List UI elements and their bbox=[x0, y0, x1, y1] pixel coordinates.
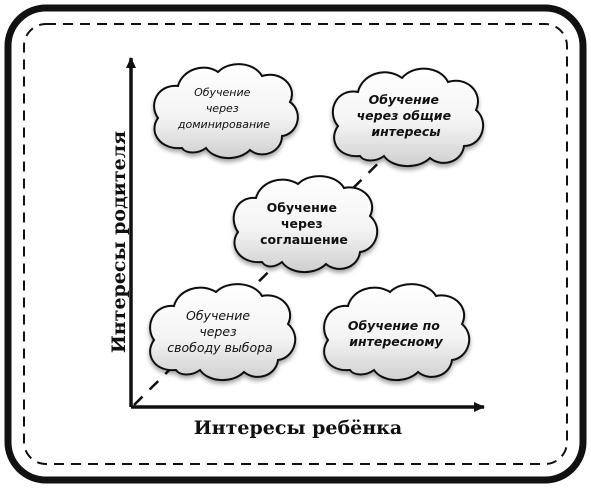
cloud-by-interest: Обучение по интересному bbox=[323, 283, 471, 381]
cloud-line: через общие bbox=[357, 108, 451, 123]
cloud-free-choice: Обучение через свободу выбора bbox=[149, 283, 297, 381]
cloud-label-agreement: Обучение через соглашение bbox=[260, 200, 348, 247]
cloud-line: Обучение bbox=[369, 92, 439, 107]
cloud-shape bbox=[149, 283, 297, 381]
cloud-shape bbox=[323, 283, 471, 381]
cloud-line: интересы bbox=[371, 124, 440, 139]
cloud-line: Обучение bbox=[194, 86, 251, 99]
x-axis-label: Интересы ребёнка bbox=[194, 417, 402, 439]
cloud-common-interests: Обучение через общие интересы bbox=[331, 67, 485, 167]
inner-dashed-frame bbox=[23, 23, 568, 465]
cloud-label-common-interests: Обучение через общие интересы bbox=[357, 92, 456, 139]
cloud-line: Обучение bbox=[267, 200, 337, 215]
cloud-line: доминирование bbox=[177, 118, 270, 131]
cloud-line: через bbox=[199, 324, 237, 339]
cloud-shape bbox=[232, 175, 379, 273]
cloud-label-domination: Обучение через доминирование bbox=[177, 86, 270, 131]
y-axis-label: Интересы родителя bbox=[108, 131, 130, 353]
cloud-line: соглашение bbox=[260, 232, 348, 247]
outer-frame bbox=[4, 4, 587, 484]
cloud-line: через bbox=[281, 216, 323, 231]
cloud-shape bbox=[153, 63, 299, 159]
cloud-label-by-interest: Обучение по интересному bbox=[348, 318, 444, 349]
cloud-line: Обучение по bbox=[348, 318, 440, 333]
cloud-line: свободу выбора bbox=[167, 340, 272, 355]
cloud-domination: Обучение через доминирование bbox=[153, 63, 299, 159]
cloud-line: через bbox=[206, 102, 239, 115]
cloud-label-free-choice: Обучение через свободу выбора bbox=[167, 308, 272, 355]
cloud-shape bbox=[331, 67, 485, 167]
cloud-line: интересному bbox=[349, 334, 443, 349]
cloud-line: Обучение bbox=[186, 308, 250, 323]
cloud-agreement: Обучение через соглашение bbox=[232, 175, 379, 273]
